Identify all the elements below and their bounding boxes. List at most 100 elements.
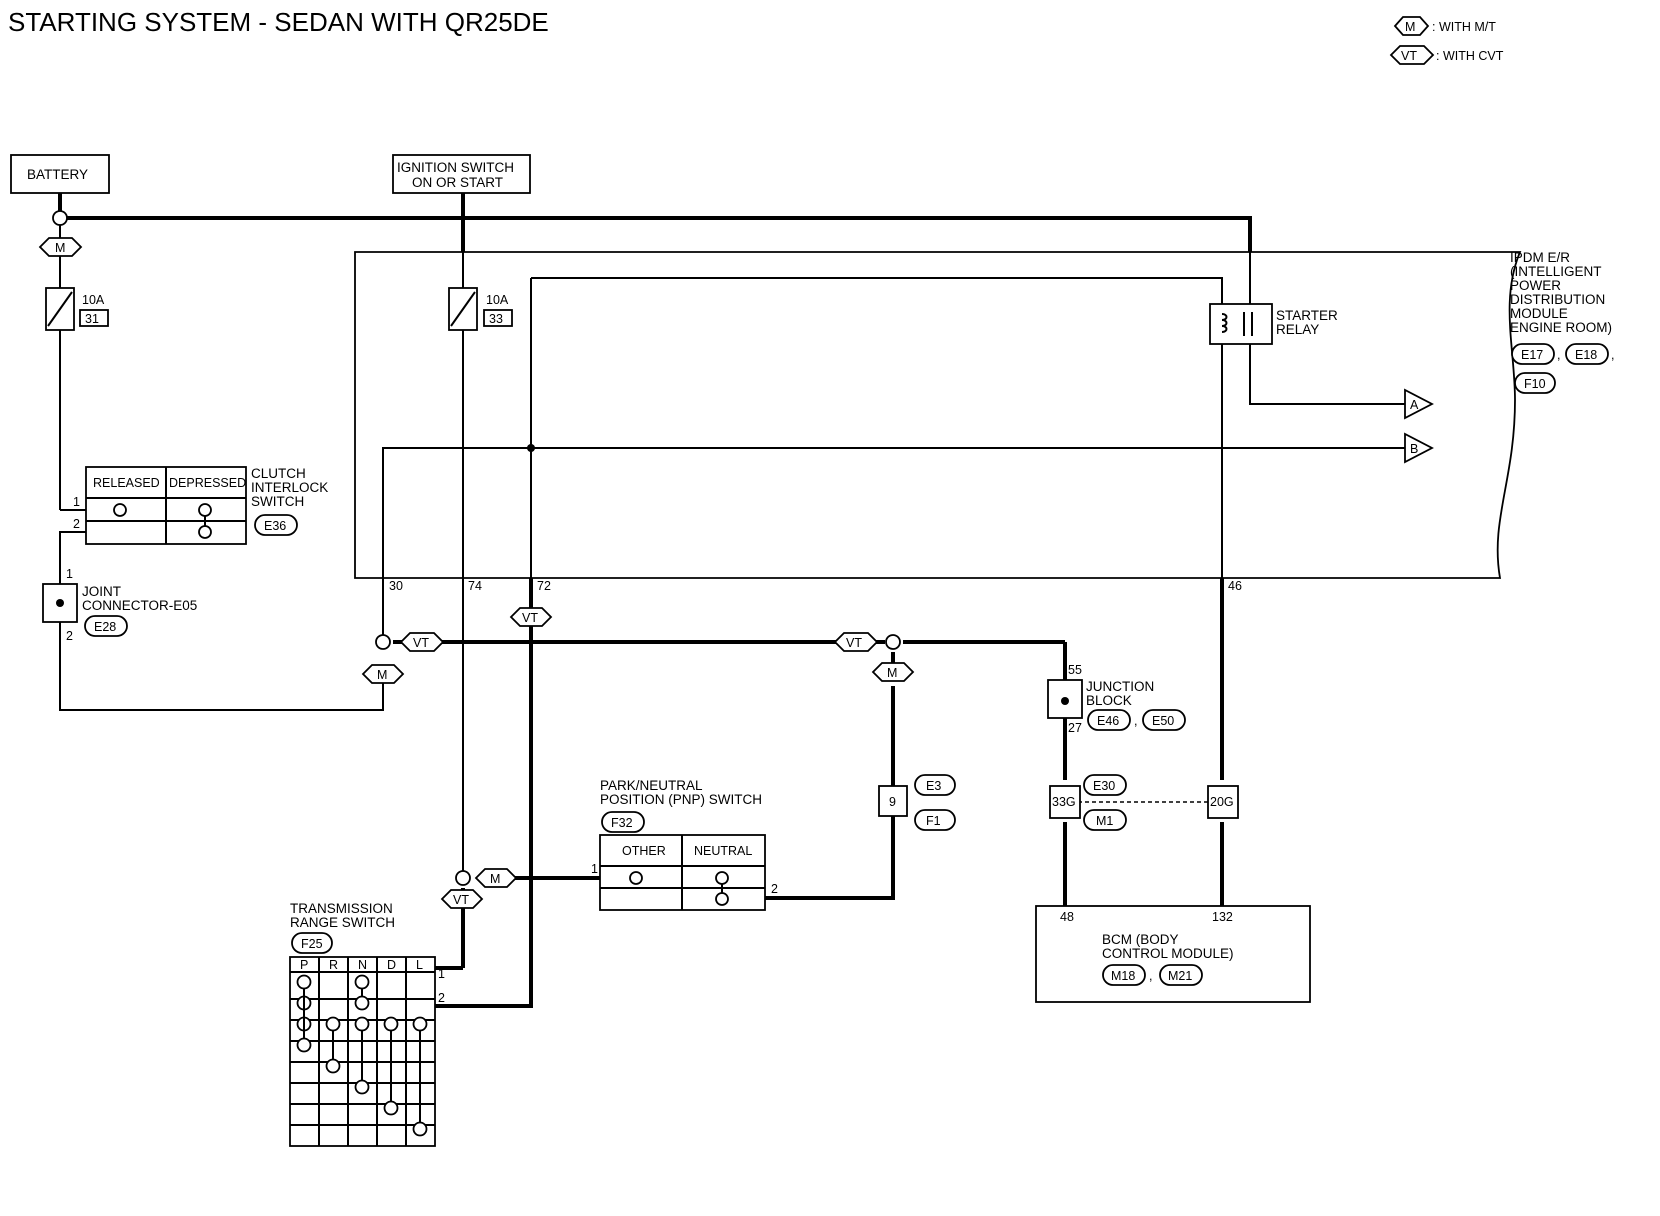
svg-text:E17: E17 (1521, 348, 1543, 362)
svg-text:1: 1 (438, 967, 445, 981)
option-code-vt-2: VT (509, 607, 553, 627)
svg-text:33: 33 (489, 312, 503, 326)
battery-bus-wire (60, 216, 1252, 252)
svg-text:55: 55 (1068, 663, 1082, 677)
svg-text:,: , (1557, 348, 1560, 362)
svg-text:30: 30 (389, 579, 403, 593)
legend: M : WITH M/T VT : WITH CVT (1389, 16, 1504, 65)
svg-text:DISTRIBUTION: DISTRIBUTION (1510, 292, 1605, 307)
svg-text:F10: F10 (1524, 377, 1546, 391)
splice-74 (455, 870, 471, 886)
legend-item-cvt: VT : WITH CVT (1389, 45, 1504, 65)
svg-text:F1: F1 (926, 814, 941, 828)
svg-text:VT: VT (1401, 49, 1417, 63)
svg-text:,: , (1134, 714, 1137, 728)
svg-text:46: 46 (1228, 579, 1242, 593)
svg-text:132: 132 (1212, 910, 1233, 924)
svg-text:31: 31 (85, 312, 99, 326)
trs-contact (296, 974, 312, 990)
trs-contact (325, 1058, 341, 1074)
svg-text:,: , (1149, 969, 1152, 983)
trs-contact (354, 1016, 370, 1032)
svg-text:1: 1 (591, 862, 598, 876)
splice-vt-m (885, 634, 901, 650)
svg-text:CONTROL MODULE): CONTROL MODULE) (1102, 946, 1234, 961)
trs-contact (383, 1016, 399, 1032)
svg-text:ENGINE ROOM): ENGINE ROOM) (1510, 320, 1612, 335)
svg-text:M1: M1 (1096, 814, 1113, 828)
svg-text:(INTELLIGENT: (INTELLIGENT (1510, 264, 1602, 279)
svg-text:PARK/NEUTRAL: PARK/NEUTRAL (600, 778, 703, 793)
svg-text:2: 2 (73, 517, 80, 531)
svg-text:E3: E3 (926, 779, 941, 793)
svg-text:CONNECTOR-E05: CONNECTOR-E05 (82, 598, 197, 613)
option-code-m: M (38, 237, 83, 257)
svg-text:20G: 20G (1210, 795, 1234, 809)
svg-text:JOINT: JOINT (82, 584, 121, 599)
ignition-switch: IGNITION SWITCH ON OR START (392, 154, 531, 194)
svg-text:1: 1 (66, 567, 73, 581)
svg-text:,: , (1611, 348, 1614, 362)
svg-text:TRANSMISSION: TRANSMISSION (290, 901, 393, 916)
legend-item-mt: M : WITH M/T (1393, 16, 1496, 36)
trs-col-label: L (416, 958, 423, 972)
trs-col-label: N (358, 958, 367, 972)
svg-text:E18: E18 (1575, 348, 1597, 362)
svg-text:E28: E28 (94, 620, 116, 634)
page-title: STARTING SYSTEM - SEDAN WITH QR25DE (8, 7, 549, 37)
svg-text:72: 72 (537, 579, 551, 593)
svg-text:VT: VT (453, 893, 469, 907)
svg-text:27: 27 (1068, 721, 1082, 735)
trs-contact (412, 1016, 428, 1032)
svg-text:2: 2 (438, 991, 445, 1005)
svg-text:: WITH M/T: : WITH M/T (1432, 20, 1496, 34)
wires (58, 187, 1420, 1008)
svg-text:A: A (1410, 398, 1419, 412)
svg-text:ON OR START: ON OR START (412, 175, 503, 190)
svg-text:VT: VT (413, 636, 429, 650)
svg-text:JUNCTION: JUNCTION (1086, 679, 1154, 694)
svg-text:9: 9 (889, 795, 896, 809)
pnp-switch: PARK/NEUTRAL POSITION (PNP) SWITCH F32 O… (591, 778, 778, 911)
svg-text:E46: E46 (1097, 714, 1119, 728)
trs-col-label: P (300, 958, 308, 972)
svg-text:IPDM E/R: IPDM E/R (1510, 250, 1570, 265)
svg-text:M: M (377, 668, 387, 682)
svg-text:BATTERY: BATTERY (27, 167, 88, 182)
offpage-b: B (1404, 432, 1434, 464)
inline-connector-9: 9 E3 F1 (878, 774, 956, 831)
svg-text:M: M (55, 241, 65, 255)
battery: BATTERY (10, 154, 110, 194)
option-code-m-2: M (871, 662, 915, 682)
option-code-vt-4: VT (440, 889, 484, 909)
svg-text:MODULE: MODULE (1510, 306, 1568, 321)
splice-72 (527, 444, 535, 452)
svg-text:DEPRESSED: DEPRESSED (169, 476, 246, 490)
svg-text:2: 2 (771, 882, 778, 896)
svg-text:: WITH CVT: : WITH CVT (1436, 49, 1504, 63)
svg-text:RELEASED: RELEASED (93, 476, 160, 490)
battery-splice (52, 210, 68, 226)
trs-contact (354, 995, 370, 1011)
svg-text:B: B (1410, 442, 1418, 456)
starter-relay: STARTER RELAY (1209, 303, 1338, 345)
svg-text:F25: F25 (301, 937, 323, 951)
svg-text:E36: E36 (264, 519, 286, 533)
trs-col-label: D (387, 958, 396, 972)
fuse-31: 10A 31 (45, 287, 109, 331)
option-code-vt-1: VT (399, 632, 445, 652)
option-code-m-3: M (474, 868, 518, 888)
svg-text:STARTER: STARTER (1276, 308, 1338, 323)
ipdm-module: IPDM E/R (INTELLIGENT POWER DISTRIBUTION… (354, 250, 1614, 579)
fuse-33: 10A 33 (448, 287, 513, 331)
inline-connector-33g-20g: 33G 20G E30 M1 (1049, 774, 1239, 831)
clutch-interlock-switch: RELEASED DEPRESSED 1 2 CLUTCH INTERLOCK … (73, 466, 328, 545)
joint-connector: 1 2 JOINT CONNECTOR-E05 E28 (42, 567, 197, 643)
svg-text:SWITCH: SWITCH (251, 494, 304, 509)
svg-text:M21: M21 (1168, 969, 1192, 983)
svg-text:74: 74 (468, 579, 482, 593)
trs-contact (354, 1079, 370, 1095)
svg-text:48: 48 (1060, 910, 1074, 924)
